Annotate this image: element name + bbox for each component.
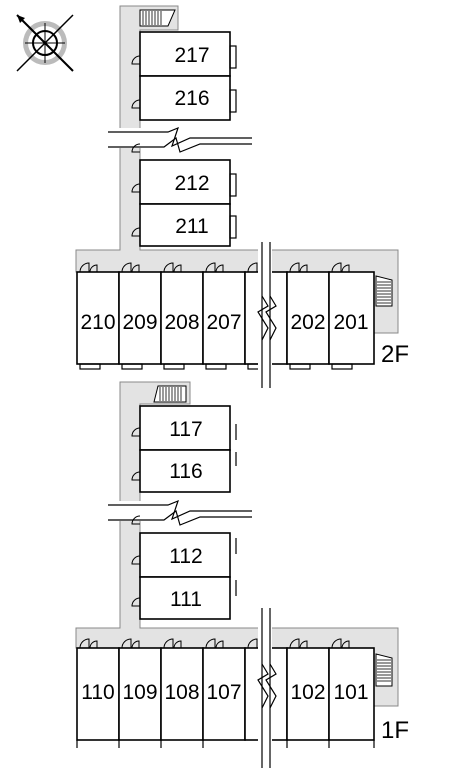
- unit-207: [202, 271, 246, 365]
- unit-label: 107: [206, 681, 241, 704]
- unit-label: 108: [164, 681, 199, 704]
- corridor-2f: [75, 5, 399, 334]
- stair-icon: [139, 9, 176, 27]
- unit-202: [286, 271, 330, 365]
- floor-2f: 217 216 212 211: [75, 5, 409, 388]
- unit-107: [202, 647, 246, 741]
- floor-label: 1F: [381, 717, 409, 744]
- unit-label: 116: [169, 460, 202, 483]
- unit-label: 217: [174, 44, 209, 67]
- unit-label: 201: [333, 311, 368, 334]
- unit-label: 109: [122, 681, 157, 704]
- floor-label: 2F: [381, 341, 409, 368]
- unit-label: 209: [122, 311, 157, 334]
- unit-110: [76, 647, 120, 741]
- unit-label: 112: [169, 545, 202, 568]
- unit-label: 207: [206, 311, 241, 334]
- corridor-1f: [75, 381, 399, 707]
- unit-101: [328, 647, 375, 741]
- unit-label: 212: [174, 172, 209, 195]
- unit-label: 111: [170, 588, 202, 611]
- unit-212: [139, 159, 231, 205]
- unit-label: 216: [174, 87, 209, 110]
- unit-116: [139, 449, 231, 493]
- unit-label: 208: [164, 311, 199, 334]
- unit-label: 117: [169, 418, 202, 441]
- unit-201: [328, 271, 375, 365]
- stair-icon: [375, 653, 393, 687]
- unit-210: [76, 271, 120, 365]
- compass-icon: [16, 14, 74, 72]
- unit-label: 101: [333, 681, 368, 704]
- stair-icon: [375, 275, 393, 307]
- floor-1f: 117 116 112 111 110 10: [75, 381, 409, 768]
- unit-label: 210: [80, 311, 115, 334]
- unit-label: 110: [81, 681, 114, 704]
- unit-label: 202: [290, 311, 325, 334]
- unit-label: 211: [175, 215, 208, 238]
- unit-108: [160, 647, 204, 741]
- unit-211: [139, 203, 231, 247]
- stair-icon: [153, 385, 187, 403]
- unit-216: [139, 75, 231, 121]
- unit-label: 102: [290, 681, 325, 704]
